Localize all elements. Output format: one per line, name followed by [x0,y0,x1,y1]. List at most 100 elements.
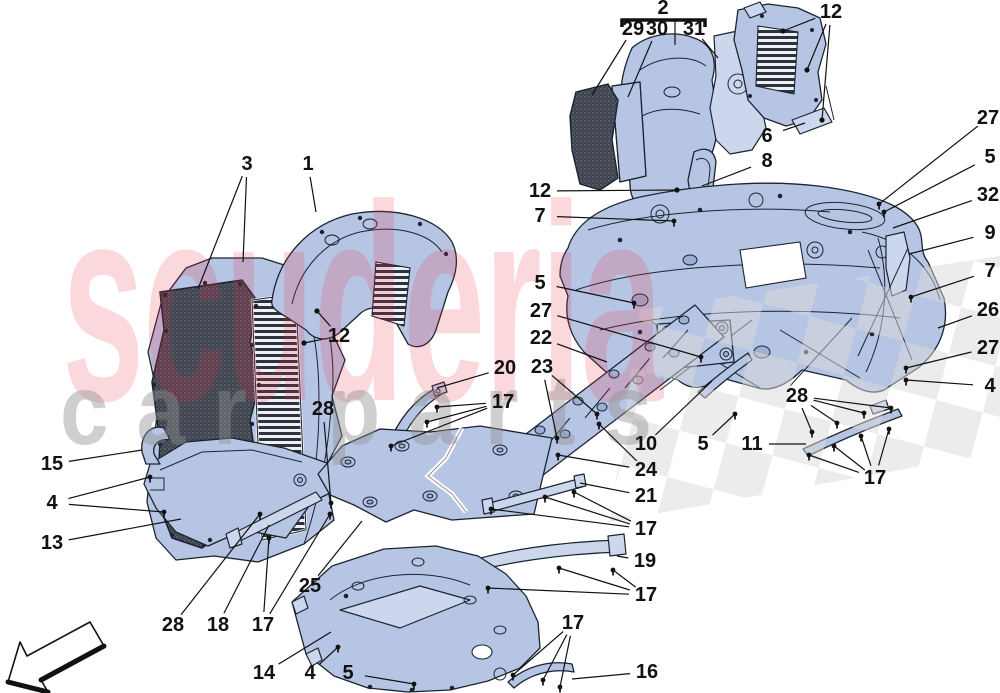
fastener-pin-icon [510,672,516,678]
fastener-pin-icon [485,585,491,591]
fastener-pin-icon [555,452,561,458]
callout-label-15: 15 [41,453,63,475]
callout-1: 1 [302,153,317,213]
fastener-pin-icon [542,494,548,500]
callout-17: 17 [488,489,657,540]
callout-label-19: 19 [634,550,656,572]
callout-label-16: 16 [636,661,658,683]
leader-line [810,405,838,424]
fastener-pin-icon [831,443,837,449]
callout-25: 25 [299,520,363,597]
fastener-pin-icon [834,420,840,426]
callout-label-17: 17 [492,391,514,413]
undertray-access-cutout [739,241,807,289]
callout-8: 8 [701,150,773,187]
leader-line [801,407,813,433]
callout-label-5: 5 [697,433,708,455]
callout-label-26: 26 [977,299,999,321]
callout-16: 16 [571,661,658,683]
callout-label-28: 28 [162,614,184,636]
callout-21: 21 [579,482,657,507]
callout-label-11: 11 [741,433,762,455]
leader-line [878,428,890,466]
leader-line [544,496,630,525]
leader-line [68,503,165,513]
callout-2: 2 [620,0,707,45]
callout-11: 11 [741,433,806,455]
callout-label-23: 23 [531,356,553,378]
fastener-pin-icon [610,567,616,573]
fastener-pin-icon [540,677,546,683]
callout-label-3: 3 [241,153,252,175]
leader-line [821,24,831,121]
leader-line [701,166,752,187]
callout-label-8: 8 [761,150,772,172]
leader-line [908,236,974,255]
callout-18: 18 [207,524,270,636]
leader-line [627,40,653,98]
leader-line [223,524,270,614]
callout-label-4: 4 [304,662,316,684]
fastener-pin-icon [424,419,430,425]
leader-line [303,338,323,344]
callout-31: 31 [683,18,719,59]
leader-line [323,421,332,504]
fastener-pin-icon [488,506,494,512]
leader-line [558,567,630,591]
fastener-pin-icon [557,684,563,690]
leader-line [883,164,976,213]
callout-label-12: 12 [328,325,350,347]
callout-label-7: 7 [984,260,995,282]
callout-20: 20 [436,357,516,389]
callout-label-28: 28 [786,385,808,407]
callout-label-32: 32 [977,184,999,206]
callout-label-27: 27 [977,107,999,129]
callout-label-9: 9 [984,222,995,244]
fastener-pin-icon [556,565,562,571]
watermark-brand-text: scuderia [62,148,664,460]
callout-label-18: 18 [207,614,229,636]
callout-17: 17 [252,511,333,636]
callout-6: 6 [761,122,806,147]
leader-line [782,122,806,132]
leader-line [571,673,631,680]
leader-line [808,454,860,473]
fastener-pin-icon [266,535,272,541]
leader-line [559,635,571,688]
callout-27: 27 [876,107,999,210]
callout-label-7: 7 [534,205,545,227]
leader-line [579,482,630,494]
part-15-hook-bracket [141,426,171,465]
callout-label-30: 30 [646,18,668,40]
fastener-pin-icon [698,354,704,360]
direction-arrow-icon [5,621,107,693]
callout-29: 29 [591,18,644,96]
leader-line [490,508,630,528]
leader-line [612,569,636,588]
callout-label-17: 17 [635,584,657,606]
watermark-layer: scuderia car parts [60,148,1000,522]
leader-dot-icon [804,67,810,73]
fastener-pin-icon [335,644,341,650]
fastener-pin-icon [147,474,153,480]
callout-17: 17 [806,426,892,489]
fastener-pin-icon [876,201,882,207]
callout-4: 4 [903,375,996,397]
callout-label-10: 10 [635,433,657,455]
fastener-pin-icon [881,209,887,215]
leader-line [436,402,487,408]
fastener-pin-icon [554,435,560,441]
leader-line [556,285,635,304]
leader-line [542,634,568,681]
callout-7: 7 [908,260,996,303]
part-rear-wheelhouse-assembly [569,1,835,219]
callout-label-12: 12 [529,180,551,202]
callout-label-25: 25 [299,575,321,597]
callout-13: 13 [41,518,182,554]
fastener-pin-icon [161,509,167,515]
callout-15: 15 [41,449,143,475]
callout-label-27: 27 [977,337,999,359]
callout-3: 3 [197,153,253,290]
fastener-pin-icon [631,300,637,306]
leader-line [712,413,736,436]
